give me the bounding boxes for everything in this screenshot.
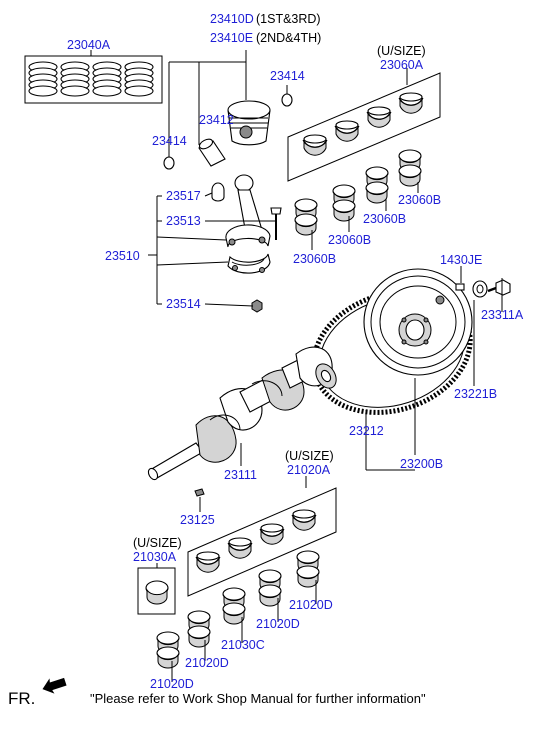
label-23221B[interactable]: 23221B: [454, 387, 497, 401]
piston-ring-set: [24, 55, 163, 104]
label-1430JE[interactable]: 1430JE: [440, 253, 482, 267]
main-bearing-panel: [187, 487, 337, 597]
front-indicator-label: FR.: [8, 689, 35, 708]
conrod-bolt: [270, 207, 282, 240]
label-23514[interactable]: 23514: [166, 297, 201, 311]
piston-pin: [198, 138, 226, 167]
label-23412[interactable]: 23412: [199, 113, 234, 127]
label-21030A[interactable]: 21030A: [133, 550, 177, 564]
main-bearing-shell: [156, 631, 180, 669]
label-23410E-note: (2ND&4TH): [256, 31, 321, 45]
bearing-shell: [365, 166, 389, 204]
label-23510[interactable]: 23510: [105, 249, 140, 263]
label-23111[interactable]: 23111: [224, 468, 257, 482]
label-21020A[interactable]: 21020A: [287, 463, 331, 477]
label-23311A[interactable]: 23311A: [481, 308, 524, 322]
front-arrow-icon: [42, 677, 67, 694]
flywheel-washer: [472, 280, 488, 298]
bearing-shell: [294, 198, 318, 236]
main-bearing-shell: [187, 610, 211, 648]
label-21020D-c[interactable]: 21020D: [185, 656, 229, 670]
label-23517[interactable]: 23517: [166, 189, 201, 203]
footer-note: "Please refer to Work Shop Manual for fu…: [90, 691, 426, 706]
connecting-rod: [225, 174, 271, 274]
label-23410E[interactable]: 23410E: [210, 31, 253, 45]
label-usize-left: (U/SIZE): [133, 536, 182, 550]
label-23060B-b[interactable]: 23060B: [363, 212, 406, 226]
label-21020D-a[interactable]: 21020D: [289, 598, 333, 612]
label-usize-mid: (U/SIZE): [285, 449, 334, 463]
label-23414-left[interactable]: 23414: [152, 134, 187, 148]
flywheel: [363, 268, 473, 376]
thrust-bearing-panel: [137, 567, 176, 615]
conrod-bushing: [211, 182, 225, 202]
label-21020D-b[interactable]: 21020D: [256, 617, 300, 631]
label-23513[interactable]: 23513: [166, 214, 201, 228]
label-23060B-c[interactable]: 23060B: [328, 233, 371, 247]
conrod-bearing-panel: [287, 72, 441, 182]
conrod-nut: [251, 299, 263, 313]
label-23410D[interactable]: 23410D: [210, 12, 254, 26]
piston: [227, 100, 271, 146]
label-23125[interactable]: 23125: [180, 513, 215, 527]
label-23060A[interactable]: 23060A: [380, 58, 424, 72]
label-23410D-note: (1ST&3RD): [256, 12, 321, 26]
label-21020D-d[interactable]: 21020D: [150, 677, 194, 691]
snap-ring-right: [281, 93, 293, 107]
label-23040A[interactable]: 23040A: [67, 38, 111, 52]
label-21030C[interactable]: 21030C: [221, 638, 265, 652]
bearing-shell: [332, 184, 356, 222]
label-23212[interactable]: 23212: [349, 424, 384, 438]
label-usize-top: (U/SIZE): [377, 44, 426, 58]
crankshaft: [147, 346, 337, 481]
snap-ring-left: [163, 156, 175, 170]
label-23060B-d[interactable]: 23060B: [293, 252, 336, 266]
flywheel-bolt: [487, 279, 511, 296]
flywheel-dowel: [455, 283, 465, 291]
label-23200B[interactable]: 23200B: [400, 457, 443, 471]
label-23414-top[interactable]: 23414: [270, 69, 305, 83]
label-23060B-a[interactable]: 23060B: [398, 193, 441, 207]
crankshaft-key: [194, 488, 205, 497]
bearing-shell: [398, 149, 422, 187]
